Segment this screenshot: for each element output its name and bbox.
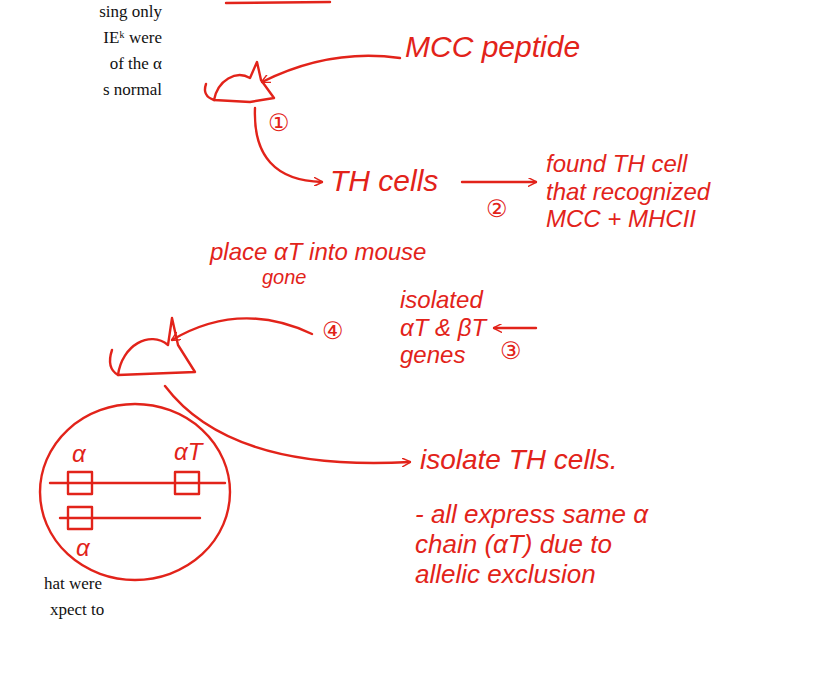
cut-text: s normal (40, 80, 162, 100)
gene-box (68, 472, 92, 494)
note-text: isolate TH cells. (420, 444, 618, 476)
underline-mark (226, 2, 330, 3)
arrow (462, 181, 536, 183)
step-number: ③ (500, 338, 522, 366)
mouse-tail (205, 84, 214, 100)
gene-box (175, 472, 199, 494)
note-text: - all express same α chain (αT) due to a… (415, 500, 655, 590)
mouse-sketch (214, 62, 274, 102)
cut-text: sing only (40, 2, 162, 22)
arrow (172, 318, 312, 340)
chromosome-line (60, 517, 200, 519)
gene-label: α (76, 534, 90, 562)
arrow (494, 327, 536, 329)
gene-label: αT (174, 438, 202, 466)
arrow (262, 56, 400, 82)
step-number: ④ (322, 318, 344, 346)
cut-text: xpect to (50, 600, 104, 620)
mouse-sketch (118, 318, 195, 375)
note-text: isolated αT & βT genes (400, 286, 510, 369)
step-number: ② (486, 196, 508, 224)
cut-text: IEᵏ were (40, 28, 162, 48)
circle-outline (40, 404, 230, 580)
cut-text: of the α (40, 54, 162, 74)
note-text: MCC peptide (405, 30, 580, 65)
mouse-tail (110, 350, 118, 375)
note-text: TH cells (330, 164, 438, 199)
note-text: place αT into mouse (210, 238, 426, 266)
note-text: found TH cell that recognized MCC + MHCI… (546, 150, 726, 233)
gene-box (68, 507, 92, 529)
gene-label: α (72, 440, 86, 468)
step-number: ① (268, 110, 290, 138)
arrow (255, 108, 322, 182)
cut-text: hat were (44, 574, 102, 594)
note-text: gone (262, 266, 307, 289)
